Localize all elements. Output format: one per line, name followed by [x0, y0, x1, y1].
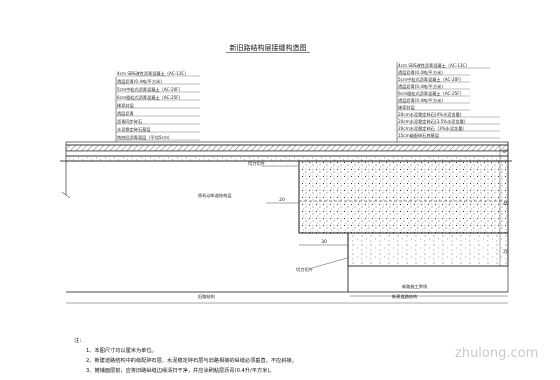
right-layer-label: 5cm中粒式沥青混凝土（AC-20F）: [398, 76, 464, 83]
left-layer-label: 水泥稳定碎石基层: [117, 126, 151, 133]
right-layer-label: 透层沥青(0.4吨/平方米): [398, 97, 443, 104]
notes: 注： 1、本图尺寸均以厘米为单位。 2、新建道路结构中的级配碎石层、水泥稳定碎石…: [74, 336, 297, 374]
dim-side-c: 20: [503, 249, 509, 255]
left-layer-label: 沥青同步碎石: [117, 118, 142, 125]
note-line: 3、摊铺面层前，应将旧路纵缝边缘清扫干净，并应涂刷粘层沥青(0.4升/平方米)。: [86, 366, 275, 374]
left-layer-label: 稀浆封层: [117, 102, 134, 109]
left-layer-label: 透层沥青(0.4吨/平方米): [117, 78, 162, 85]
left-layer-label: 5cm中粒式沥青混凝土（AC-20F）: [117, 86, 183, 93]
dimension-lines: 20 30 8 40 20: [266, 145, 509, 266]
dim-side-a: 8: [503, 149, 506, 155]
left-layer-label: 透层沥青: [117, 110, 134, 117]
new-road-base: [298, 160, 509, 267]
right-layer-label: 20cm水泥稳定碎石(3.5%水泥含量): [398, 118, 466, 125]
cut-label-bottom: 切刀切齐: [296, 266, 314, 273]
dim-step-upper: 20: [279, 197, 285, 203]
note-line: 2、新建道路结构中的级配碎石层、水泥稳定碎石层与旧路相接的纵缝必须垂直，不应斜接…: [86, 356, 297, 364]
dim-step-lower: 30: [321, 239, 327, 245]
right-layer-label: 20cm水泥稳定碎石(4%水泥含量): [398, 111, 462, 118]
right-layer-label: 透层沥青(0.4吨/平方米): [398, 83, 443, 90]
cut-label-top: 切刀切齐: [248, 160, 266, 167]
left-layer-labels: 4cm SBS改性沥青混凝土（AC-13C） 透层沥青(0.4吨/平方米) 5c…: [115, 70, 200, 142]
left-layer-label: 铣刨旧沥青面层（平均5cm）: [117, 134, 172, 141]
note-line: 注：: [74, 336, 84, 344]
right-layer-label: 稀浆封层: [398, 104, 415, 111]
dim-side-b: 40: [503, 201, 509, 207]
cut-leader-bottom: [311, 257, 348, 269]
old-road-structure: [61, 142, 509, 293]
old-road-label: 旧路结构: [198, 293, 215, 300]
right-layer-label: 4cm SBS改性沥青混凝土（AC-13C）: [398, 62, 470, 69]
left-layer-label: 6cm粗粒式沥青混凝土（AC-25F）: [117, 94, 183, 101]
right-layer-labels: 4cm SBS改性沥青混凝土（AC-13C） 透层沥青(0.4吨/平方米) 5c…: [396, 62, 500, 142]
new-subgrade-label: 新路施工界线: [402, 283, 428, 290]
watermark: zhulong.com: [455, 346, 538, 361]
right-layer-label: 6cm粗粒式沥青混凝土（AC-25F）: [398, 90, 464, 97]
note-line: 1、本图尺寸均以厘米为单位。: [86, 346, 157, 354]
right-layer-label: 20cm水泥稳定碎石（3%水泥含量）: [398, 125, 467, 132]
right-layer-label: 15cm级配碎石底基层: [398, 132, 439, 139]
diagram-title: 新旧路结构层接缝构造图: [230, 43, 307, 52]
left-layer-label: 4cm SBS改性沥青混凝土（AC-13C）: [117, 70, 189, 77]
surface-layers: [60, 141, 512, 162]
old-structure-label: 原机动车道结构层: [198, 192, 232, 199]
new-road-label: 新建道路结构: [392, 293, 417, 300]
right-layer-label: 透层沥青(0.4吨/平方米): [398, 69, 443, 76]
